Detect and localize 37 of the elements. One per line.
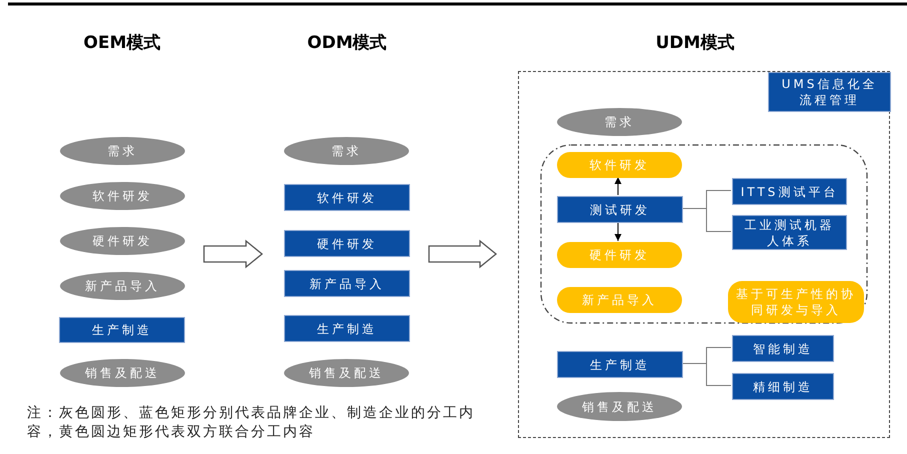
oval-box: 需求 bbox=[60, 137, 185, 165]
oval-box: 需求 bbox=[284, 137, 409, 165]
oval-box: 需求 bbox=[557, 108, 682, 136]
dash-dot-frame bbox=[540, 144, 868, 324]
process-box: 智能制造 bbox=[732, 335, 834, 362]
process-box: 软件研发 bbox=[284, 184, 410, 211]
oval-box: 硬件研发 bbox=[60, 227, 185, 255]
oval-box: 销售及配送 bbox=[284, 359, 409, 387]
process-box: 生产制造 bbox=[284, 315, 410, 342]
oval-box: 销售及配送 bbox=[557, 392, 682, 421]
column-title: ODM模式 bbox=[306, 32, 388, 54]
connector bbox=[682, 363, 732, 386]
dashed-frame bbox=[518, 71, 890, 438]
rounded-box: 硬件研发 bbox=[557, 242, 682, 268]
connector bbox=[682, 208, 732, 232]
column-title: UDM模式 bbox=[654, 32, 736, 54]
oval-box: 销售及配送 bbox=[60, 359, 185, 387]
block-arrow bbox=[203, 240, 264, 268]
block-arrow bbox=[428, 240, 498, 268]
note-text: 注：灰色圆形、蓝色矩形分别代表品牌企业、制造企业的分工内容，黄色圆边矩形代表双方联合分工内容 bbox=[27, 404, 476, 442]
process-box: 精细制造 bbox=[732, 373, 834, 400]
oval-box: 新产品导入 bbox=[60, 272, 185, 300]
connector bbox=[614, 176, 622, 196]
process-box: 生产制造 bbox=[557, 351, 683, 378]
rounded-box: 新产品导入 bbox=[557, 287, 682, 313]
rounded-box: 基于可生产性的协同研发与导入 bbox=[728, 281, 864, 323]
process-box: 新产品导入 bbox=[284, 270, 410, 297]
process-box: 生产制造 bbox=[59, 317, 185, 343]
process-box: 硬件研发 bbox=[284, 230, 410, 257]
process-box: 测试研发 bbox=[557, 196, 683, 223]
process-box: ITTS测试平台 bbox=[732, 178, 847, 205]
connector bbox=[614, 222, 622, 242]
rounded-box: 软件研发 bbox=[557, 152, 682, 178]
oval-box: 软件研发 bbox=[60, 182, 185, 210]
column-title: OEM模式 bbox=[82, 32, 162, 54]
process-box: 工业测试机器人体系 bbox=[732, 215, 847, 250]
process-box: UMS信息化全流程管理 bbox=[768, 72, 891, 112]
